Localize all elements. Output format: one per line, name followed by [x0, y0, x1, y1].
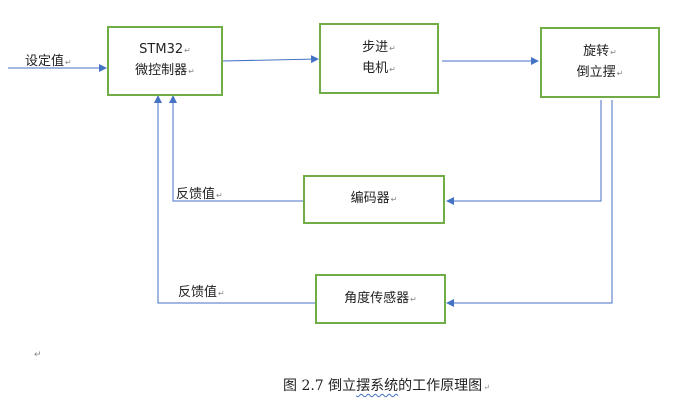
paragraph-mark: ↵	[218, 289, 225, 298]
setpoint-text: 设定值	[25, 54, 65, 69]
caption-prefix: 图 2.7 倒立	[283, 378, 357, 394]
pendulum-to-encoder-arrow	[446, 100, 602, 205]
caption-spellcheck-word: 摆系统	[356, 378, 399, 394]
caption-suffix: 的工作原理图	[398, 378, 483, 394]
block-encoder: 编码器↵	[303, 175, 445, 224]
encoder-label: 编码器	[350, 191, 390, 206]
pendulum-to-angle-sensor-arrow	[446, 100, 613, 307]
paragraph-mark: ↵	[188, 67, 195, 76]
block-stepper-motor: 步进↵ 电机↵	[319, 23, 439, 94]
motor-line2: 电机	[362, 60, 389, 76]
controller-line2: 微控制器	[135, 63, 188, 78]
paragraph-mark: ↵	[410, 294, 417, 304]
block-angle-sensor: 角度传感器↵	[315, 274, 446, 324]
angle-feedback-arrow	[154, 95, 315, 304]
paragraph-mark: ↵	[616, 68, 624, 78]
paragraph-mark: ↵	[483, 383, 490, 392]
pendulum-line1: 旋转	[583, 43, 610, 59]
encoder-feedback-label: 反馈值↵	[176, 183, 223, 202]
paragraph-mark: ↵	[389, 43, 396, 53]
paragraph-mark: ↵	[610, 47, 617, 57]
feedback-text: 反馈值	[176, 187, 216, 202]
angle-sensor-label: 角度传感器	[344, 290, 410, 306]
paragraph-mark: ↵	[34, 350, 42, 360]
controller-to-motor-arrow	[221, 55, 319, 64]
controller-line1: STM32	[139, 42, 184, 57]
figure-caption: 图 2.7 倒立摆系统的工作原理图↵	[283, 375, 490, 395]
paragraph-mark: ↵	[184, 46, 191, 55]
paragraph-mark: ↵	[389, 64, 396, 74]
feedback-text: 反馈值	[178, 285, 218, 300]
block-controller: STM32↵ 微控制器↵	[107, 26, 223, 96]
paragraph-mark: ↵	[216, 191, 223, 200]
angle-feedback-label: 反馈值↵	[178, 281, 225, 300]
paragraph-mark: ↵	[390, 195, 398, 204]
setpoint-label: 设定值↵	[25, 50, 72, 69]
encoder-feedback-arrow	[169, 95, 303, 202]
motor-line1: 步进	[362, 39, 389, 55]
pendulum-line2: 倒立摆	[576, 64, 616, 80]
paragraph-mark: ↵	[65, 58, 72, 67]
block-rotary-pendulum: 旋转↵ 倒立摆↵	[540, 27, 660, 98]
